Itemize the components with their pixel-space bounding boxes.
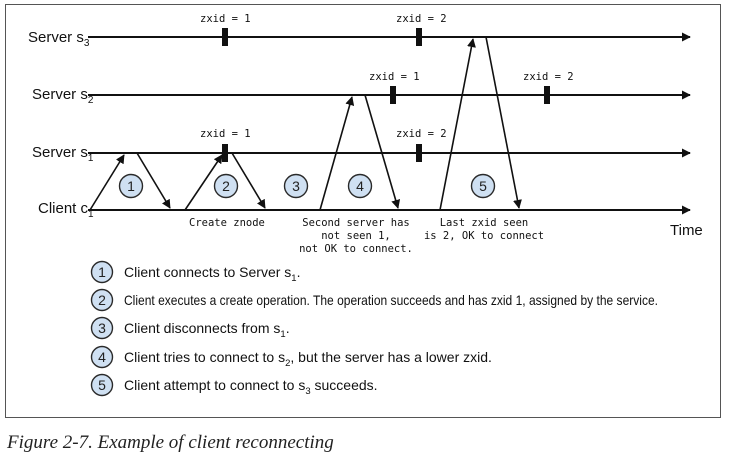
svg-text:1: 1	[127, 178, 135, 194]
arrow-connect-s1	[89, 154, 125, 211]
zxid-mark-s3-2	[416, 28, 422, 46]
svg-text:5: 5	[98, 377, 106, 393]
legend: 1 Client connects to Server s1. 2 Client…	[90, 260, 658, 397]
svg-text:2: 2	[222, 178, 230, 194]
svg-text:Client connects to Server s1.: Client connects to Server s1.	[124, 264, 300, 284]
step-circle-4: 4	[347, 173, 373, 199]
lane-label-s2: Server s2	[32, 86, 94, 106]
svg-text:Second server has: Second server has	[302, 217, 409, 229]
zxid-mark-s2-1	[390, 86, 396, 104]
svg-text:4: 4	[98, 349, 106, 365]
svg-text:Client disconnects from s1.: Client disconnects from s1.	[124, 320, 290, 340]
zxid-mark-s1-1	[222, 144, 228, 162]
zxid-label-s2-1: zxid = 1	[369, 71, 420, 83]
svg-text:is 2, OK to connect: is 2, OK to connect	[424, 230, 544, 242]
zxid-label-s1-2: zxid = 2	[396, 128, 447, 140]
svg-text:Last zxid seen: Last zxid seen	[440, 217, 529, 229]
message-arrows	[89, 36, 522, 211]
lane-label-s1: Server s1	[32, 144, 94, 164]
svg-text:not OK to connect.: not OK to connect.	[299, 243, 413, 255]
legend-item-5: 5 Client attempt to connect to s3 succee…	[90, 373, 378, 397]
zxid-mark-s1-2	[416, 144, 422, 162]
svg-text:4: 4	[356, 178, 364, 194]
arrow-connect-s2	[319, 96, 355, 211]
svg-text:2: 2	[98, 292, 106, 308]
time-axis-label: Time	[670, 222, 703, 239]
zxid-mark-s3-1	[222, 28, 228, 46]
svg-text:1: 1	[98, 264, 106, 280]
legend-item-1: 1 Client connects to Server s1.	[90, 260, 300, 284]
zxid-label-s3-2: zxid = 2	[396, 13, 447, 25]
legend-item-4: 4 Client tries to connect to s2, but the…	[90, 345, 492, 369]
arrow-s1-ack	[136, 152, 171, 209]
svg-text:not seen 1,: not seen 1,	[321, 230, 391, 242]
svg-text:3: 3	[292, 178, 300, 194]
figure-frame	[5, 4, 721, 418]
zxid-label-s1-1: zxid = 1	[200, 128, 251, 140]
arrow-s3-accept	[485, 36, 522, 209]
step-circle-2: 2	[213, 173, 239, 199]
annotation-last-zxid: Last zxid seen is 2, OK to connect	[424, 217, 544, 242]
svg-text:Client tries to connect to s2,: Client tries to connect to s2, but the s…	[124, 349, 492, 369]
arrow-s2-reject	[364, 94, 401, 209]
step-circle-5: 5	[470, 173, 496, 199]
arrow-create-response	[231, 152, 266, 209]
svg-text:Client executes a create opera: Client executes a create operation. The …	[124, 292, 658, 308]
reconnect-timeline-diagram: Server s3 Server s2 Server s1 Client c1 …	[28, 13, 703, 397]
legend-item-2: 2 Client executes a create operation. Th…	[90, 288, 658, 312]
step-circle-1: 1	[118, 173, 144, 199]
svg-text:Client attempt to connect to s: Client attempt to connect to s3 succeeds…	[124, 377, 378, 397]
svg-text:3: 3	[98, 320, 106, 336]
legend-item-3: 3 Client disconnects from s1.	[90, 316, 290, 340]
zxid-label-s3-1: zxid = 1	[200, 13, 251, 25]
lane-label-c1: Client c1	[38, 200, 94, 220]
zxid-label-s2-2: zxid = 2	[523, 71, 574, 83]
arrow-create-request	[184, 154, 223, 211]
lane-label-s3: Server s3	[28, 29, 90, 49]
step-circle-3: 3	[283, 173, 309, 199]
arrow-connect-s3	[439, 38, 476, 211]
annotation-second-server: Second server has not seen 1, not OK to …	[299, 217, 413, 255]
zxid-mark-s2-2	[544, 86, 550, 104]
svg-text:5: 5	[479, 178, 487, 194]
annotation-create-znode: Create znode	[189, 217, 265, 229]
figure-caption: Figure 2-7. Example of client reconnecti…	[7, 432, 334, 453]
